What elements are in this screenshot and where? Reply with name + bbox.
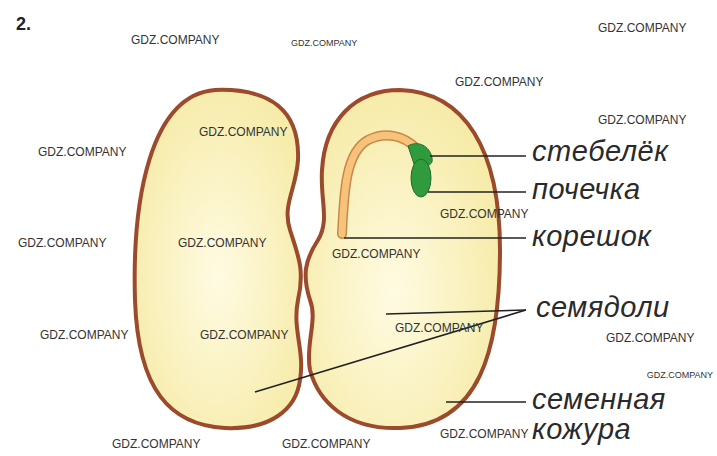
watermark: GDZ.COMPANY — [440, 428, 528, 441]
watermark: GDZ.COMPANY — [598, 22, 686, 35]
watermark: GDZ.COMPANY — [199, 126, 287, 139]
watermark: GDZ.COMPANY — [395, 322, 483, 335]
leader-line — [430, 155, 526, 157]
task-number: 2. — [16, 14, 31, 35]
part-label: семенная кожура — [532, 384, 702, 444]
watermark: GDZ.COMPANY — [606, 332, 694, 345]
part-label: семядоли — [536, 292, 670, 322]
watermark: GDZ.COMPANY — [440, 208, 528, 221]
watermark: GDZ.COMPANY — [38, 146, 126, 159]
watermark: GDZ.COMPANY — [178, 237, 266, 250]
leader-line — [255, 310, 526, 392]
leader-lines — [255, 156, 526, 402]
embryo-root — [342, 135, 416, 234]
watermark: GDZ.COMPANY — [291, 38, 357, 48]
leader-line — [446, 401, 526, 403]
part-label: почечка — [532, 174, 641, 204]
part-label: корешок — [532, 221, 651, 251]
watermark: GDZ.COMPANY — [112, 438, 200, 451]
watermark: GDZ.COMPANY — [18, 237, 106, 250]
left-cotyledon — [135, 90, 301, 428]
watermark: GDZ.COMPANY — [282, 438, 370, 451]
watermark: GDZ.COMPANY — [40, 329, 128, 342]
watermark: GDZ.COMPANY — [332, 248, 420, 261]
watermark: GDZ.COMPANY — [131, 34, 219, 47]
leader-line — [344, 237, 526, 239]
watermark: GDZ.COMPANY — [455, 76, 543, 89]
watermark: GDZ.COMPANY — [647, 370, 713, 380]
leader-line — [386, 310, 526, 314]
watermark: GDZ.COMPANY — [598, 114, 686, 127]
part-label: стебелёк — [532, 136, 668, 166]
watermark: GDZ.COMPANY — [200, 329, 288, 342]
embryo-root-fill — [342, 135, 416, 234]
leader-line — [428, 191, 526, 193]
right-cotyledon — [306, 90, 500, 428]
